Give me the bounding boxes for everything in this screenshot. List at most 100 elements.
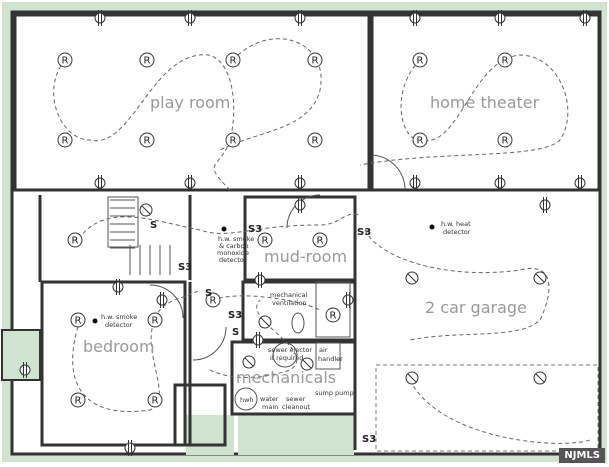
note: h.w. smoke [218,235,254,243]
wall-light-icon [294,175,306,191]
note: hwh [240,396,254,404]
wall-light-icon [494,175,506,191]
recessed-label: R [75,396,82,407]
recessed-light-icon: R [225,132,241,148]
recessed-label: R [230,56,237,67]
recessed-light-icon: R [205,292,221,308]
recessed-light-icon: R [412,52,428,68]
recessed-label: R [262,236,269,247]
heat-detector-icon [429,224,435,230]
recessed-label: R [210,296,217,307]
wall-light-icon [294,10,306,26]
note: cleanout [282,403,311,411]
wall-light-icon [539,197,551,213]
note: sewer [286,395,306,403]
wall-light-icon [124,440,136,456]
room-label-bedroom: bedroom [83,337,155,356]
ejector-pit [272,342,298,368]
recessed-label: R [230,136,237,147]
ceiling-light-icon [258,315,272,329]
note: ventilation [272,299,307,307]
recessed-light-icon: R [225,52,241,68]
exterior-notch-2 [238,415,354,455]
switch-icon: S3 [178,262,192,273]
wall-light-icon [156,292,168,308]
room-label-garage: 2 car garage [425,298,527,317]
switch-icon: S3 [362,434,376,445]
wall-light-icon [494,10,506,26]
mechanicals-walls [230,340,357,416]
recessed-light-icon: R [307,132,323,148]
wall-light-icon [254,272,266,288]
recessed-label: R [312,56,319,67]
note: water [260,395,279,403]
ceiling-light-icon [533,371,547,385]
note: if required [270,354,303,362]
wall-light-icon [19,362,31,378]
recessed-label: R [144,136,151,147]
bedroom-walls [40,280,187,447]
recessed-label: R [502,56,509,67]
bath-walls [241,280,357,342]
note: handler [318,355,343,363]
recessed-label: R [75,316,82,327]
wall-light-icon [94,175,106,191]
note: main [262,403,278,411]
note: & carbon [219,242,249,250]
room-label-mechanicals: mechanicals [236,368,336,387]
recessed-label: R [330,311,337,322]
recessed-light-icon: R [67,232,83,248]
note: monoxide [217,249,249,257]
switch-icon: S3 [228,310,242,321]
recessed-label: R [317,236,324,247]
recessed-label: R [152,316,159,327]
recessed-light-icon: R [257,232,273,248]
stairs [107,196,171,275]
room-label-mud-room: mud-room [264,247,347,266]
smoke-detector-icon [92,318,98,324]
recessed-light-icon: R [497,52,513,68]
wall-light-icon [252,332,264,348]
ceiling-light-icon [533,271,547,285]
switch-icon: S [232,327,239,338]
wall-light-icon [409,10,421,26]
recessed-light-icon: R [139,52,155,68]
recessed-light-icon: R [497,132,513,148]
shower [315,281,351,338]
toilet [291,312,305,334]
ceiling-light-icon [300,357,314,371]
recessed-label: R [312,136,319,147]
recessed-label: R [502,136,509,147]
recessed-light-icon: R [312,232,328,248]
ceiling-light-icon [405,271,419,285]
note: h.w. smoke [101,313,137,321]
note: h.w. heat [441,220,471,228]
exterior-notch [186,415,234,455]
switch-icon: S3 [248,224,262,235]
watermark-logo: NJMLS [559,448,605,463]
note: sump pump [315,389,354,397]
outer-wall [10,10,602,456]
switch-icon: S3 [357,227,371,238]
bath-door [192,326,227,361]
wall-light-icon [579,10,591,26]
ceiling-light-icon [242,355,256,369]
recessed-light-icon: R [139,132,155,148]
note: detector [105,321,133,329]
note: sewer ejector [268,346,312,354]
recessed-label: R [417,136,424,147]
air-handler [315,342,341,370]
recessed-light-icon: R [57,52,73,68]
wall-light-icon [294,197,306,213]
note: detector [443,228,471,236]
bedroom-door [149,284,184,319]
recessed-light-icon: R [412,132,428,148]
theater-door [371,154,406,191]
note: mechanical [270,291,307,299]
water-heater [234,387,258,411]
wall-light-icon [574,175,586,191]
wall-light-icon [409,175,421,191]
switch-icon: S [205,288,212,299]
home-theater-walls [370,13,601,192]
